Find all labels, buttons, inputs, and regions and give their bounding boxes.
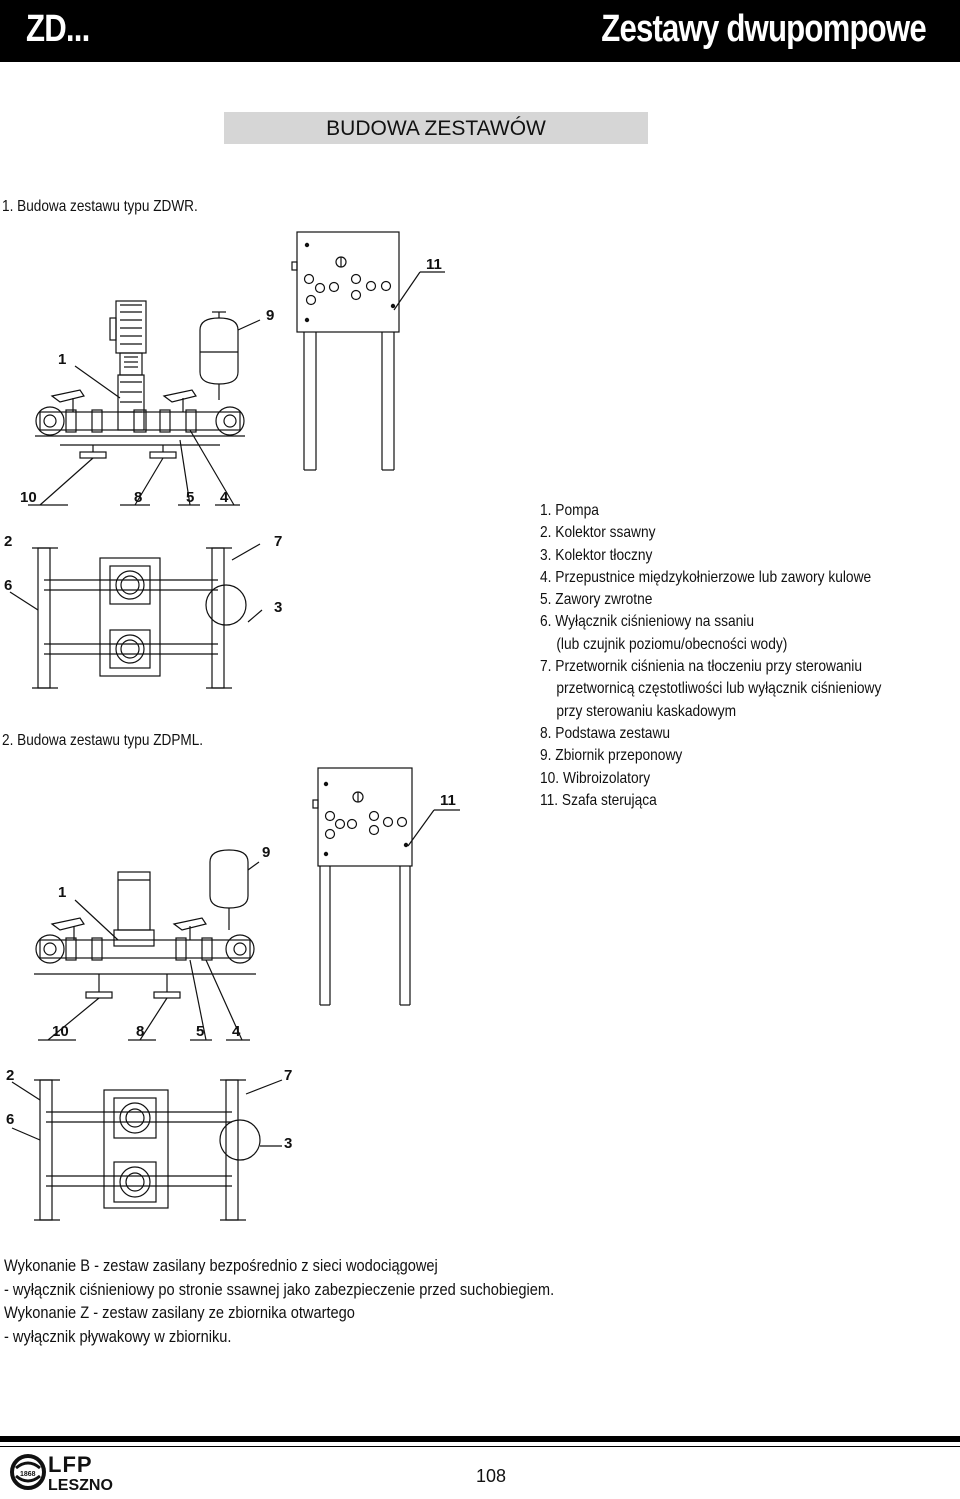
label-8-zdpml: 8 <box>136 1023 144 1040</box>
label-11-zdwr: 11 <box>426 256 442 273</box>
label-5-zdwr: 5 <box>186 489 194 506</box>
label-9-zdwr: 9 <box>266 307 274 324</box>
logo-year: 1868 <box>20 1471 36 1478</box>
legend-item: 11. Szafa sterująca <box>540 791 657 809</box>
label-1-zdwr: 1 <box>58 351 66 368</box>
label-9-zdpml: 9 <box>262 844 270 861</box>
lfp-logo: 1868 LFP LESZNO <box>8 1450 138 1499</box>
legend-item: przetwornicą częstotliwości lub wyłączni… <box>556 680 882 698</box>
pump-set-zdwr-side <box>28 300 261 506</box>
note-line: Wykonanie Z - zestaw zasilany ze zbiorni… <box>4 1303 355 1322</box>
label-10-zdpml: 10 <box>52 1023 69 1040</box>
legend-item: 6. Wyłącznik ciśnieniowy na ssaniu <box>540 613 755 631</box>
parts-legend: 1. Pompa 2. Kolektor ssawny 3. Kolektor … <box>540 500 936 812</box>
header-bar: ZD... Zestawy dwupompowe <box>0 0 960 62</box>
page-number: 108 <box>476 1466 507 1486</box>
footer-rule-thin <box>0 1446 960 1447</box>
control-cabinet-zdpml <box>312 767 460 1006</box>
legend-item: 4. Przepustnice międzykołnierzowe lub za… <box>540 568 872 586</box>
legend-item: 5. Zawory zwrotne <box>540 591 653 609</box>
label-8-zdwr: 8 <box>134 489 142 506</box>
label-7-zdpml: 7 <box>284 1067 292 1084</box>
note-line: Wykonanie B - zestaw zasilany bezpośredn… <box>4 1256 438 1275</box>
label-1-zdpml: 1 <box>58 884 66 901</box>
caption-zdpml: 2. Budowa zestawu typu ZDPML. <box>2 732 204 749</box>
control-cabinet-zdwr <box>291 231 445 471</box>
legend-item: 2. Kolektor ssawny <box>540 524 656 542</box>
pump-set-zdpml-top <box>11 1079 283 1221</box>
section-title: BUDOWA ZESTAWÓW <box>224 112 648 144</box>
label-10-zdwr: 10 <box>20 489 37 506</box>
legend-item: (lub czujnik poziomu/obecności wody) <box>556 635 788 653</box>
legend-item: 7. Przetwornik ciśnienia na tłoczeniu pr… <box>540 658 862 676</box>
diagram-labels: 11 9 1 10 8 5 4 2 7 6 3 11 9 1 10 8 5 4 … <box>4 256 456 1152</box>
pump-set-zdpml-side <box>34 849 260 1041</box>
label-6-zdpml: 6 <box>6 1111 14 1128</box>
label-11-zdpml: 11 <box>440 792 456 809</box>
legend-item: przy sterowaniu kaskadowym <box>556 702 737 720</box>
label-4-zdwr: 4 <box>220 489 229 506</box>
logo-top-text: LFP <box>48 1452 93 1477</box>
legend-item: 8. Podstawa zestawu <box>540 724 671 742</box>
label-3-zdpml: 3 <box>284 1135 292 1152</box>
label-2-zdwr: 2 <box>4 533 12 550</box>
legend-item: 3. Kolektor tłoczny <box>540 546 653 564</box>
legend-item: 9. Zbiornik przeponowy <box>540 747 683 765</box>
footer-rule-thick <box>0 1436 960 1442</box>
label-5-zdpml: 5 <box>196 1023 204 1040</box>
label-3-zdwr: 3 <box>274 599 282 616</box>
technical-drawing: 11 9 1 10 8 5 4 2 7 6 3 11 9 1 10 8 5 4 … <box>4 231 460 1221</box>
variant-notes: Wykonanie B - zestaw zasilany bezpośredn… <box>4 1254 623 1348</box>
label-4-zdpml: 4 <box>232 1023 241 1040</box>
header-code: ZD... <box>26 8 90 50</box>
label-2-zdpml: 2 <box>6 1067 14 1084</box>
header-title: Zestawy dwupompowe <box>601 8 926 50</box>
legend-item: 10. Wibroizolatory <box>540 769 651 787</box>
note-line: - wyłącznik pływakowy w zbiorniku. <box>4 1326 232 1346</box>
logo-bottom-text: LESZNO <box>48 1477 113 1494</box>
note-line: - wyłącznik ciśnieniowy po stronie ssawn… <box>4 1279 555 1299</box>
caption-zdwr: 1. Budowa zestawu typu ZDWR. <box>2 198 198 215</box>
logo-mark: 1868 LFP LESZNO <box>10 1452 113 1494</box>
label-7-zdwr: 7 <box>274 533 282 550</box>
pump-set-zdwr-top <box>9 543 263 689</box>
legend-item: 1. Pompa <box>540 502 599 519</box>
label-6-zdwr: 6 <box>4 577 12 594</box>
